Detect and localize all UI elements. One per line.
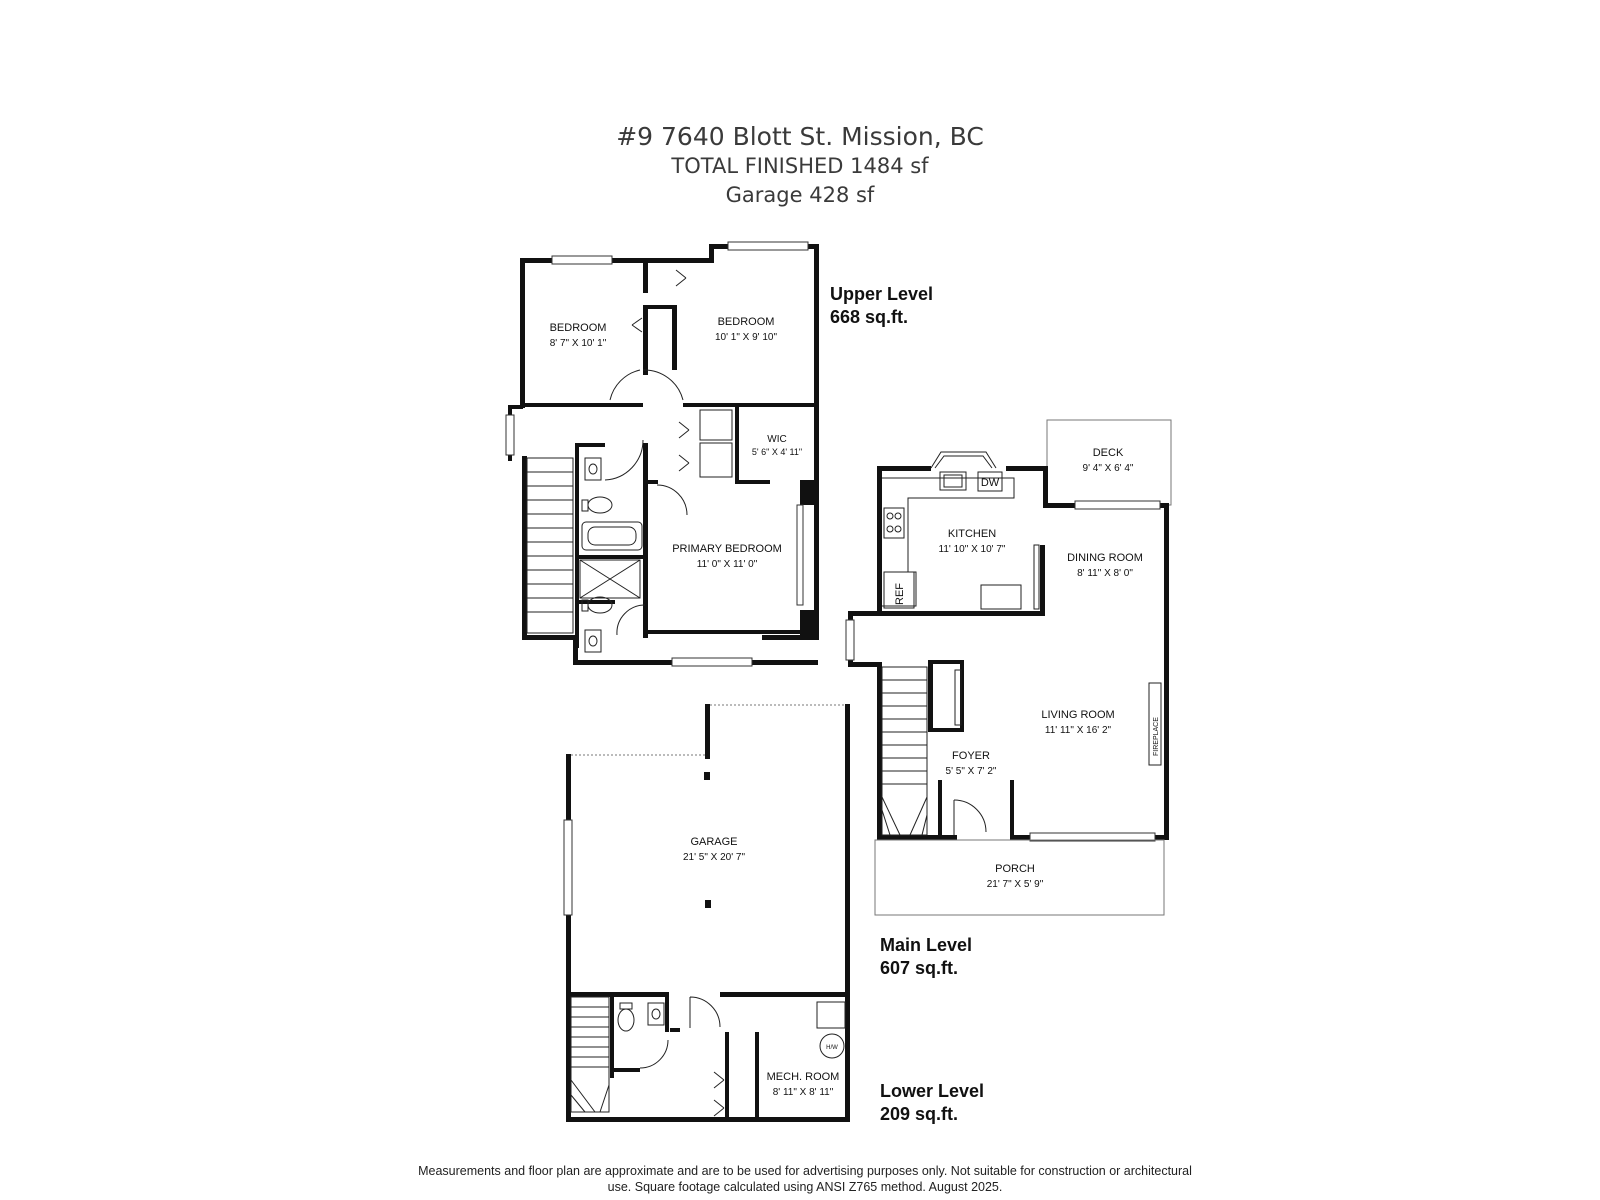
lower-stairs [570,996,610,1113]
upper-level-label: Upper Level 668 sq.ft. [830,283,933,329]
fireplace-label: FIREPLACE [1153,717,1160,756]
room-name-bedroom-3: BEDROOM [718,316,775,328]
disclaimer: Measurements and floor plan are approxim… [330,1163,1280,1195]
sink-icon [647,1002,665,1026]
disclaimer-line-2: use. Square footage calculated using ANS… [607,1180,1003,1194]
refrigerator-label: REF [894,583,906,605]
room-dims-dining-room: 8' 11" X 8' 0" [1077,568,1133,579]
sink-icon [584,629,602,653]
room-dims-foyer: 5' 5" X 7' 2" [946,766,997,777]
room-dims-bedroom-2: 8' 7" X 10' 1" [550,338,607,349]
room-dims-living-room: 11' 11" X 16' 2" [1045,725,1112,736]
porch-outline [874,839,1165,916]
bathtub-icon [581,521,643,551]
dishwasher-icon [977,471,1003,492]
disclaimer-line-1: Measurements and floor plan are approxim… [418,1164,1192,1178]
room-dims-bedroom-3: 10' 1" X 9' 10" [715,332,778,343]
furnace-icon [816,1001,846,1029]
water-heater-label: H/W [826,1045,838,1051]
garage-area: Garage 428 sf [725,183,875,207]
room-dims-garage: 21' 5" X 20' 7" [683,852,746,863]
room-name-garage: GARAGE [690,836,737,848]
shower-icon [579,559,641,599]
stove-icon [883,507,905,539]
room-dims-kitchen: 11' 10" X 10' 7" [939,544,1006,555]
room-name-foyer: FOYER [952,750,990,762]
main-level-label: Main Level 607 sq.ft. [880,934,972,980]
room-dims-porch: 21' 7" X 5' 9" [987,879,1044,890]
total-finished-area: TOTAL FINISHED 1484 sf [671,154,929,178]
main-stairs [881,666,928,836]
lower-level-plan: H/W [563,704,850,1122]
room-name-primary-bedroom: PRIMARY BEDROOM [672,543,782,555]
room-name-mech-room: MECH. ROOM [767,1071,840,1083]
sink-icon [584,457,602,481]
address-title: #9 7640 Blott St. Mission, BC [616,122,984,151]
upper-stairs [526,457,574,634]
lower-level-area: 209 sq.ft. [880,1104,959,1124]
room-name-wic: WIC [767,434,786,445]
toilet-icon [587,596,613,614]
toilet-icon [587,496,613,514]
room-dims-wic: 5' 6" X 4' 11" [752,447,802,457]
lower-level-label: Lower Level 209 sq.ft. [880,1080,984,1126]
room-name-living-room: LIVING ROOM [1041,709,1114,721]
upper-level-name: Upper Level [830,284,934,304]
main-level-area: 607 sq.ft. [880,958,959,978]
room-name-dining-room: DINING ROOM [1067,552,1143,564]
main-level-name: Main Level [880,935,973,955]
refrigerator-icon [883,571,915,609]
main-level-plan: DW REF FIREPLACE [845,419,1172,916]
room-name-bedroom-2: BEDROOM [550,322,607,334]
kitchen-sink-icon [939,471,967,491]
room-name-porch: PORCH [995,863,1035,875]
room-name-deck: DECK [1093,447,1124,459]
upper-level-plan [505,241,819,667]
water-heater-icon [819,1033,845,1059]
lower-level-name: Lower Level [880,1081,985,1101]
upper-level-area: 668 sq.ft. [830,307,909,327]
room-dims-mech-room: 8' 11" X 8' 11" [773,1087,834,1098]
fireplace-icon [1148,682,1162,766]
kitchen-island [980,584,1022,610]
room-dims-primary-bedroom: 11' 0" X 11' 0" [697,559,758,570]
toilet-icon [617,1008,635,1032]
dishwasher-label: DW [981,477,1000,489]
room-dims-deck: 9' 4" X 6' 4" [1083,463,1134,474]
room-name-kitchen: KITCHEN [948,528,996,540]
